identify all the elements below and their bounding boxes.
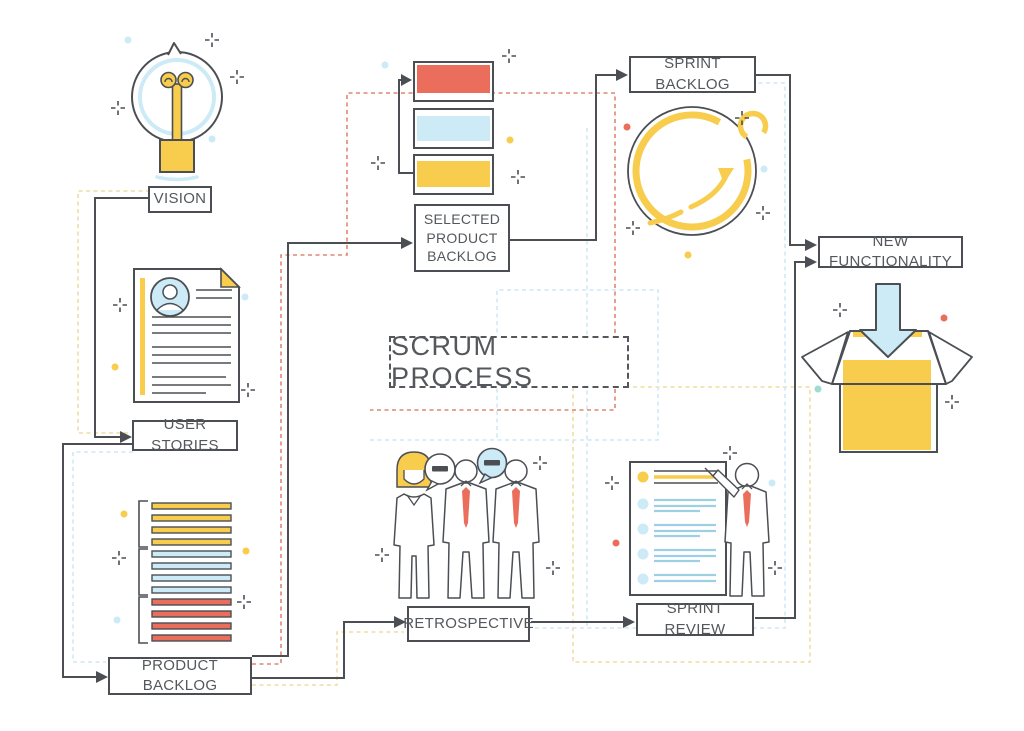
plus-sparkle-icon (605, 476, 619, 490)
arrowhead (120, 431, 132, 443)
arrowhead (805, 239, 817, 251)
dot-decoration (768, 479, 776, 487)
sprint-cycle-icon (627, 106, 769, 236)
dot-decoration (208, 135, 216, 143)
product-backlog-bars-icon (138, 500, 232, 644)
node-sprint-review: SPRINT REVIEW (636, 600, 754, 638)
plus-sparkle-icon (945, 395, 959, 409)
arrowhead (805, 256, 817, 268)
plus-sparkle-icon (237, 595, 251, 609)
connector-sprint-backlog-to-new-functionality (756, 74, 807, 246)
selected-backlog-cards-icon (398, 61, 494, 195)
dot-decoration (120, 510, 128, 518)
node-new-functionality: NEW FUNCTIONALITY (818, 233, 963, 270)
plus-sparkle-icon (546, 561, 560, 575)
retrospective-team-icon (393, 447, 540, 599)
plus-sparkle-icon (768, 561, 782, 575)
plus-sparkle-icon (241, 383, 255, 397)
node-sprint-backlog: SPRINT BACKLOG (629, 55, 756, 93)
plus-sparkle-icon (112, 551, 126, 565)
delivery-box-icon (801, 283, 973, 453)
connector-user-stories-to-product-backlog (62, 443, 133, 678)
plus-sparkle-icon (111, 101, 125, 115)
dot-decoration (113, 616, 121, 624)
arrowhead (623, 616, 635, 628)
plus-sparkle-icon (230, 70, 244, 84)
arrowhead (96, 671, 108, 683)
dot-decoration (760, 165, 768, 173)
plus-sparkle-icon (723, 446, 737, 460)
dot-decoration (684, 251, 692, 259)
connector-sprint-review-to-new-functionality (755, 261, 807, 619)
dot-decoration (241, 293, 249, 301)
node-vision: VISION (148, 186, 212, 213)
speech-bubble-icon (476, 447, 508, 485)
connector-vision-to-user-stories (94, 197, 150, 438)
plus-sparkle-icon (371, 156, 385, 170)
connector-product-backlog-to-retrospective (252, 621, 396, 679)
dot-decoration (940, 314, 948, 322)
plus-sparkle-icon (756, 206, 770, 220)
sprint-review-board-icon (629, 461, 770, 597)
plus-sparkle-icon (735, 111, 749, 125)
plus-sparkle-icon (626, 221, 640, 235)
node-selected-product-backlog: SELECTED PRODUCT BACKLOG (414, 204, 510, 272)
plus-sparkle-icon (533, 456, 547, 470)
sparkle-decorations (111, 33, 959, 624)
dot-decoration (623, 123, 631, 131)
dot-decoration (381, 61, 389, 69)
blue-dashed-stories-trail (72, 451, 133, 663)
yellow-dashed-vision-trail (77, 190, 150, 434)
dot-decoration (111, 363, 119, 371)
lightbulb-icon (131, 42, 223, 182)
speech-bubble-icon (424, 453, 456, 492)
plus-sparkle-icon (205, 33, 219, 47)
user-story-document-icon (133, 267, 241, 403)
node-retrospective: RETROSPECTIVE (403, 606, 533, 642)
node-product-backlog: PRODUCT BACKLOG (108, 657, 252, 695)
connector-selected-to-sprint-backlog (510, 74, 618, 241)
yellow-dashed-review-loop (572, 386, 811, 663)
arrowhead (401, 237, 413, 249)
dot-decoration (506, 136, 514, 144)
dot-decoration (242, 547, 250, 555)
dot-decoration (124, 36, 132, 44)
dot-decoration (814, 385, 822, 393)
red-dashed-process-loop (252, 92, 616, 665)
dashed-decor-lines (72, 82, 811, 686)
connectors (62, 69, 817, 683)
plus-sparkle-icon (833, 303, 847, 317)
plus-sparkle-icon (375, 548, 389, 562)
arrowhead (616, 69, 628, 81)
plus-sparkle-icon (511, 170, 525, 184)
plus-sparkle-icon (113, 298, 127, 312)
diagram-title: SCRUM PROCESS (389, 331, 629, 392)
connector-product-backlog-to-selected (252, 242, 403, 657)
plus-sparkle-icon (502, 49, 516, 63)
node-user-stories: USER STORIES (132, 416, 238, 454)
arrowhead (394, 616, 406, 628)
dot-decoration (612, 539, 620, 547)
